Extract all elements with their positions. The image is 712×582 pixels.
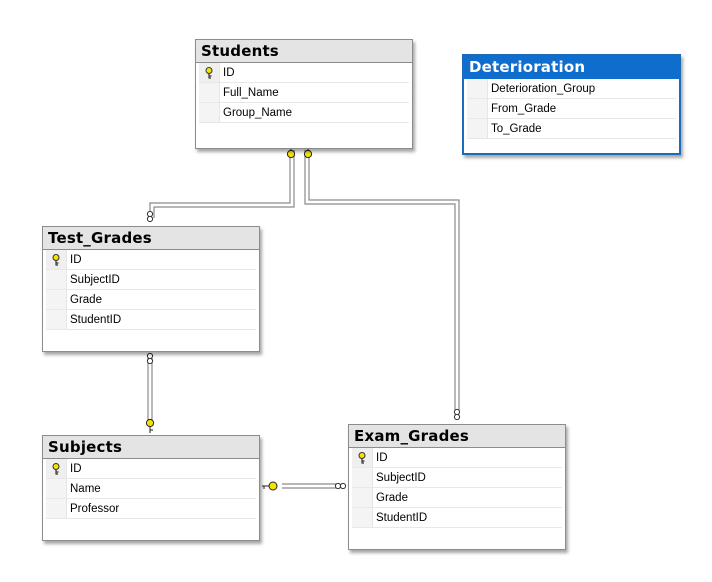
key-icon (262, 481, 278, 491)
table-title[interactable]: Students (196, 40, 412, 63)
key-icon (52, 254, 60, 266)
table-test-grades[interactable]: Test_Grades ID SubjectID Grade StudentID (42, 226, 260, 352)
relation-test-grades-subjects[interactable] (147, 358, 153, 425)
column-row[interactable]: Full_Name (199, 83, 409, 103)
key-icon (145, 418, 155, 433)
column-name: Group_Name (223, 107, 293, 119)
column-row[interactable]: ID (46, 459, 256, 479)
column-name: SubjectID (376, 472, 426, 484)
table-title[interactable]: Exam_Grades (349, 425, 565, 448)
key-icon (205, 67, 213, 79)
column-row[interactable]: ID (46, 250, 256, 270)
column-name: From_Grade (491, 103, 557, 115)
infinity-icon (146, 210, 154, 223)
infinity-icon (453, 408, 461, 421)
table-title[interactable]: Subjects (43, 436, 259, 459)
column-name: Name (70, 483, 101, 495)
column-name: ID (70, 254, 82, 266)
column-row[interactable]: ID (352, 448, 562, 468)
column-name: Grade (376, 492, 408, 504)
column-row[interactable]: Group_Name (199, 103, 409, 123)
column-name: Deterioration_Group (491, 83, 596, 95)
column-row[interactable]: SubjectID (46, 270, 256, 290)
relation-subjects-exam-grades[interactable] (282, 483, 338, 489)
column-row[interactable]: Name (46, 479, 256, 499)
infinity-icon (146, 352, 154, 365)
table-exam-grades[interactable]: Exam_Grades ID SubjectID Grade StudentID (348, 424, 566, 550)
column-row[interactable]: To_Grade (467, 119, 676, 139)
column-name: StudentID (70, 314, 122, 326)
infinity-icon (334, 482, 347, 490)
table-deterioration[interactable]: Deterioration Deterioration_Group From_G… (462, 54, 681, 155)
column-row[interactable]: Grade (352, 488, 562, 508)
column-name: ID (70, 463, 82, 475)
column-row[interactable]: StudentID (352, 508, 562, 528)
table-title[interactable]: Deterioration (464, 56, 679, 79)
column-row[interactable]: Grade (46, 290, 256, 310)
table-subjects[interactable]: Subjects ID Name Professor (42, 435, 260, 541)
key-icon (358, 452, 366, 464)
column-name: Full_Name (223, 87, 279, 99)
column-row[interactable]: Deterioration_Group (467, 79, 676, 99)
column-name: Grade (70, 294, 102, 306)
column-name: To_Grade (491, 123, 542, 135)
relation-students-exam-grades[interactable] (304, 150, 460, 410)
column-name: Professor (70, 503, 120, 515)
table-title[interactable]: Test_Grades (43, 227, 259, 250)
column-row[interactable]: ID (199, 63, 409, 83)
column-row[interactable]: SubjectID (352, 468, 562, 488)
column-row[interactable]: Professor (46, 499, 256, 519)
column-row[interactable]: StudentID (46, 310, 256, 330)
column-row[interactable]: From_Grade (467, 99, 676, 119)
key-icon (52, 463, 60, 475)
column-name: StudentID (376, 512, 428, 524)
column-name: SubjectID (70, 274, 120, 286)
column-name: ID (223, 67, 235, 79)
relation-students-test-grades[interactable] (149, 150, 295, 218)
column-name: ID (376, 452, 388, 464)
table-students[interactable]: Students ID Full_Name Group_Name (195, 39, 413, 149)
